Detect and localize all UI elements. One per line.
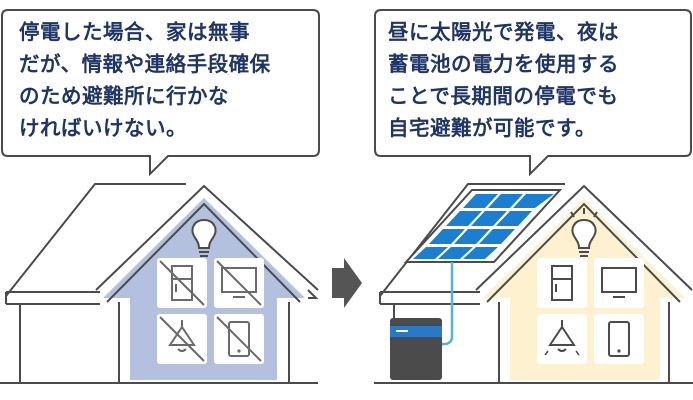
left-bubble-line: 停電した場合、家は無事 [19,20,250,44]
storage-battery [390,318,442,380]
tv-off-icon [214,258,264,308]
right-bubble-line: 昼に太陽光で発電、夜は [388,20,619,44]
left-house [0,183,319,384]
bulb-off-icon [191,218,217,257]
tv-icon [594,258,644,308]
solar-panel [403,189,563,263]
fridge-off-icon [157,258,207,308]
left-speech-bubble [1,9,320,177]
phone-icon [594,314,644,364]
bulb-on-icon [570,208,598,257]
power-cable [442,262,454,346]
left-house-outline [5,183,186,297]
right-bubble-line: 自宅避難が可能です。 [388,116,596,140]
right-house [374,183,693,384]
transition-arrow [332,258,362,308]
phone-off-icon [214,314,264,364]
left-bubble-line: のため避難所に行かな [19,84,229,108]
right-bubble-line: 蓄電池の電力を使用する [388,52,619,76]
right-bubble-line: ことで長期間の停電でも [388,84,619,108]
left-bubble-text: 停電した場合、家は無事 だが、情報や連絡手段確保 のため避難所に行かな ければい… [19,16,271,144]
left-bubble-line: だが、情報や連絡手段確保 [19,52,271,76]
lamp-off-icon [157,314,207,364]
lamp-icon [537,314,587,364]
fridge-icon [537,258,587,308]
right-bubble-text: 昼に太陽光で発電、夜は 蓄電池の電力を使用する ことで長期間の停電でも 自宅避難… [388,16,619,144]
left-bubble-line: ければいけない。 [19,116,187,140]
right-speech-bubble [374,9,692,177]
